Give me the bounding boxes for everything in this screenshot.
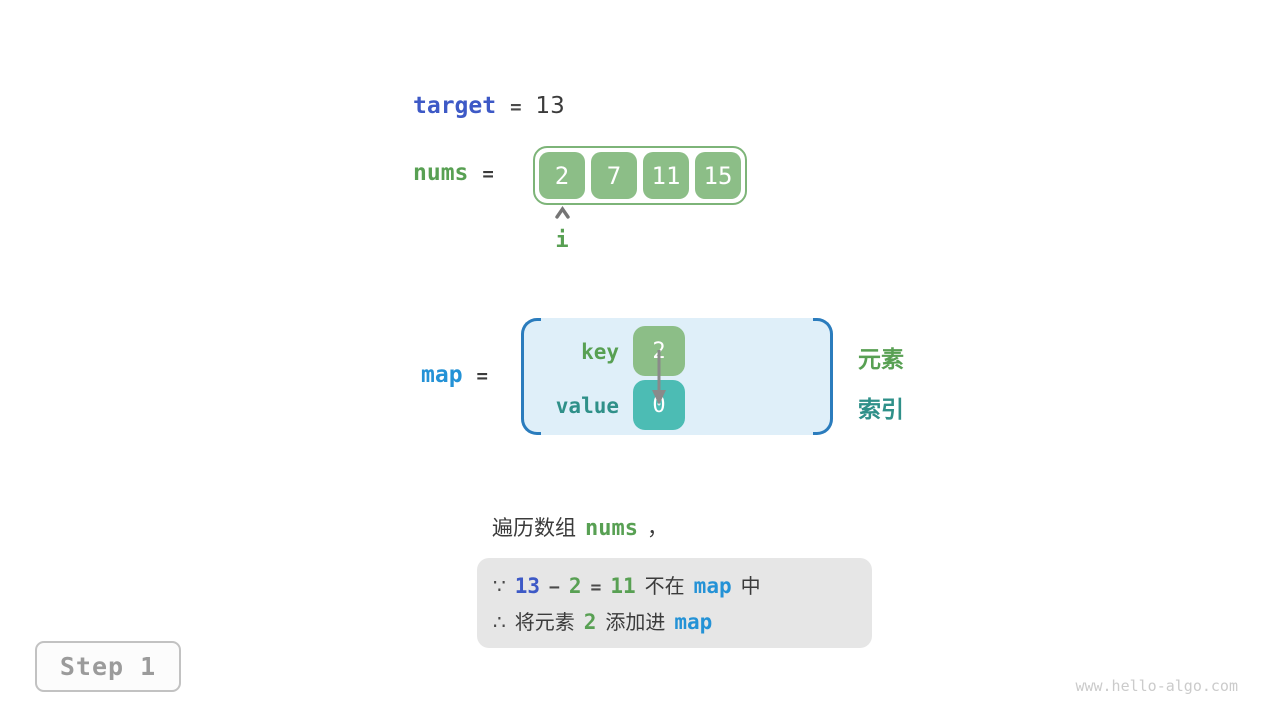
nums-equals-sign: = xyxy=(482,163,494,185)
step-badge: Step 1 xyxy=(35,641,181,692)
watermark: www.hello-algo.com xyxy=(1075,677,1238,695)
explanation-line-2: ∴ 将元素 2 添加进 map xyxy=(493,605,856,639)
map-panel: key 2 value 0 xyxy=(521,318,833,435)
note-action-suffix: 添加进 xyxy=(605,610,666,634)
legend-element: 元素 xyxy=(858,347,904,373)
nums-array-cell: 11 xyxy=(643,152,689,199)
nums-array-cell: 7 xyxy=(591,152,637,199)
note-element-value: 2 xyxy=(568,574,582,598)
note-map-ref: map xyxy=(674,610,713,634)
legend-index: 索引 xyxy=(858,397,904,423)
note-map-ref: map xyxy=(693,574,732,598)
note-in-suffix: 中 xyxy=(740,574,761,598)
map-assignment: map = xyxy=(421,362,502,388)
map-bracket-left-icon xyxy=(521,318,541,435)
nums-var-name: nums xyxy=(413,160,469,186)
note-target-value: 13 xyxy=(514,574,541,598)
target-var-name: target xyxy=(413,93,497,119)
map-value-label: value xyxy=(555,394,619,418)
note-action-prefix: 将元素 xyxy=(514,610,575,634)
target-value: 13 xyxy=(535,93,565,119)
map-bracket-right-icon xyxy=(813,318,833,435)
nums-array-cell: 2 xyxy=(539,152,585,199)
explanation-line-1: ∵ 13 − 2 = 11 不在 map 中 xyxy=(493,569,856,605)
map-var-name: map xyxy=(421,362,463,388)
note-added-element: 2 xyxy=(583,610,597,634)
therefore-symbol: ∴ xyxy=(493,610,506,634)
caption-var: nums xyxy=(585,516,638,541)
map-key-box: 2 xyxy=(633,326,685,376)
map-value-box: 0 xyxy=(633,380,685,430)
note-not-in-text: 不在 xyxy=(644,574,685,598)
index-pointer-label: i xyxy=(555,228,569,253)
minus-sign: − xyxy=(549,577,560,598)
equals-sign: = xyxy=(590,577,602,598)
because-symbol: ∵ xyxy=(493,574,506,598)
caption-line: 遍历数组 nums ， xyxy=(492,512,668,542)
target-assignment: target = 13 xyxy=(413,93,565,119)
note-difference-value: 11 xyxy=(610,574,636,598)
nums-array: 2 7 11 15 xyxy=(533,146,747,205)
index-pointer-arrow-icon xyxy=(544,206,580,219)
step-badge-label: Step 1 xyxy=(59,652,157,681)
caption-prefix: 遍历数组 xyxy=(492,516,576,540)
map-equals-sign: = xyxy=(476,365,488,387)
map-key-label: key xyxy=(581,340,619,364)
explanation-box: ∵ 13 − 2 = 11 不在 map 中 ∴ 将元素 2 添加进 map xyxy=(477,558,872,648)
target-equals-sign: = xyxy=(510,96,522,118)
caption-suffix: ， xyxy=(646,516,668,540)
nums-array-cell: 15 xyxy=(695,152,741,199)
nums-assignment: nums = xyxy=(413,160,508,186)
